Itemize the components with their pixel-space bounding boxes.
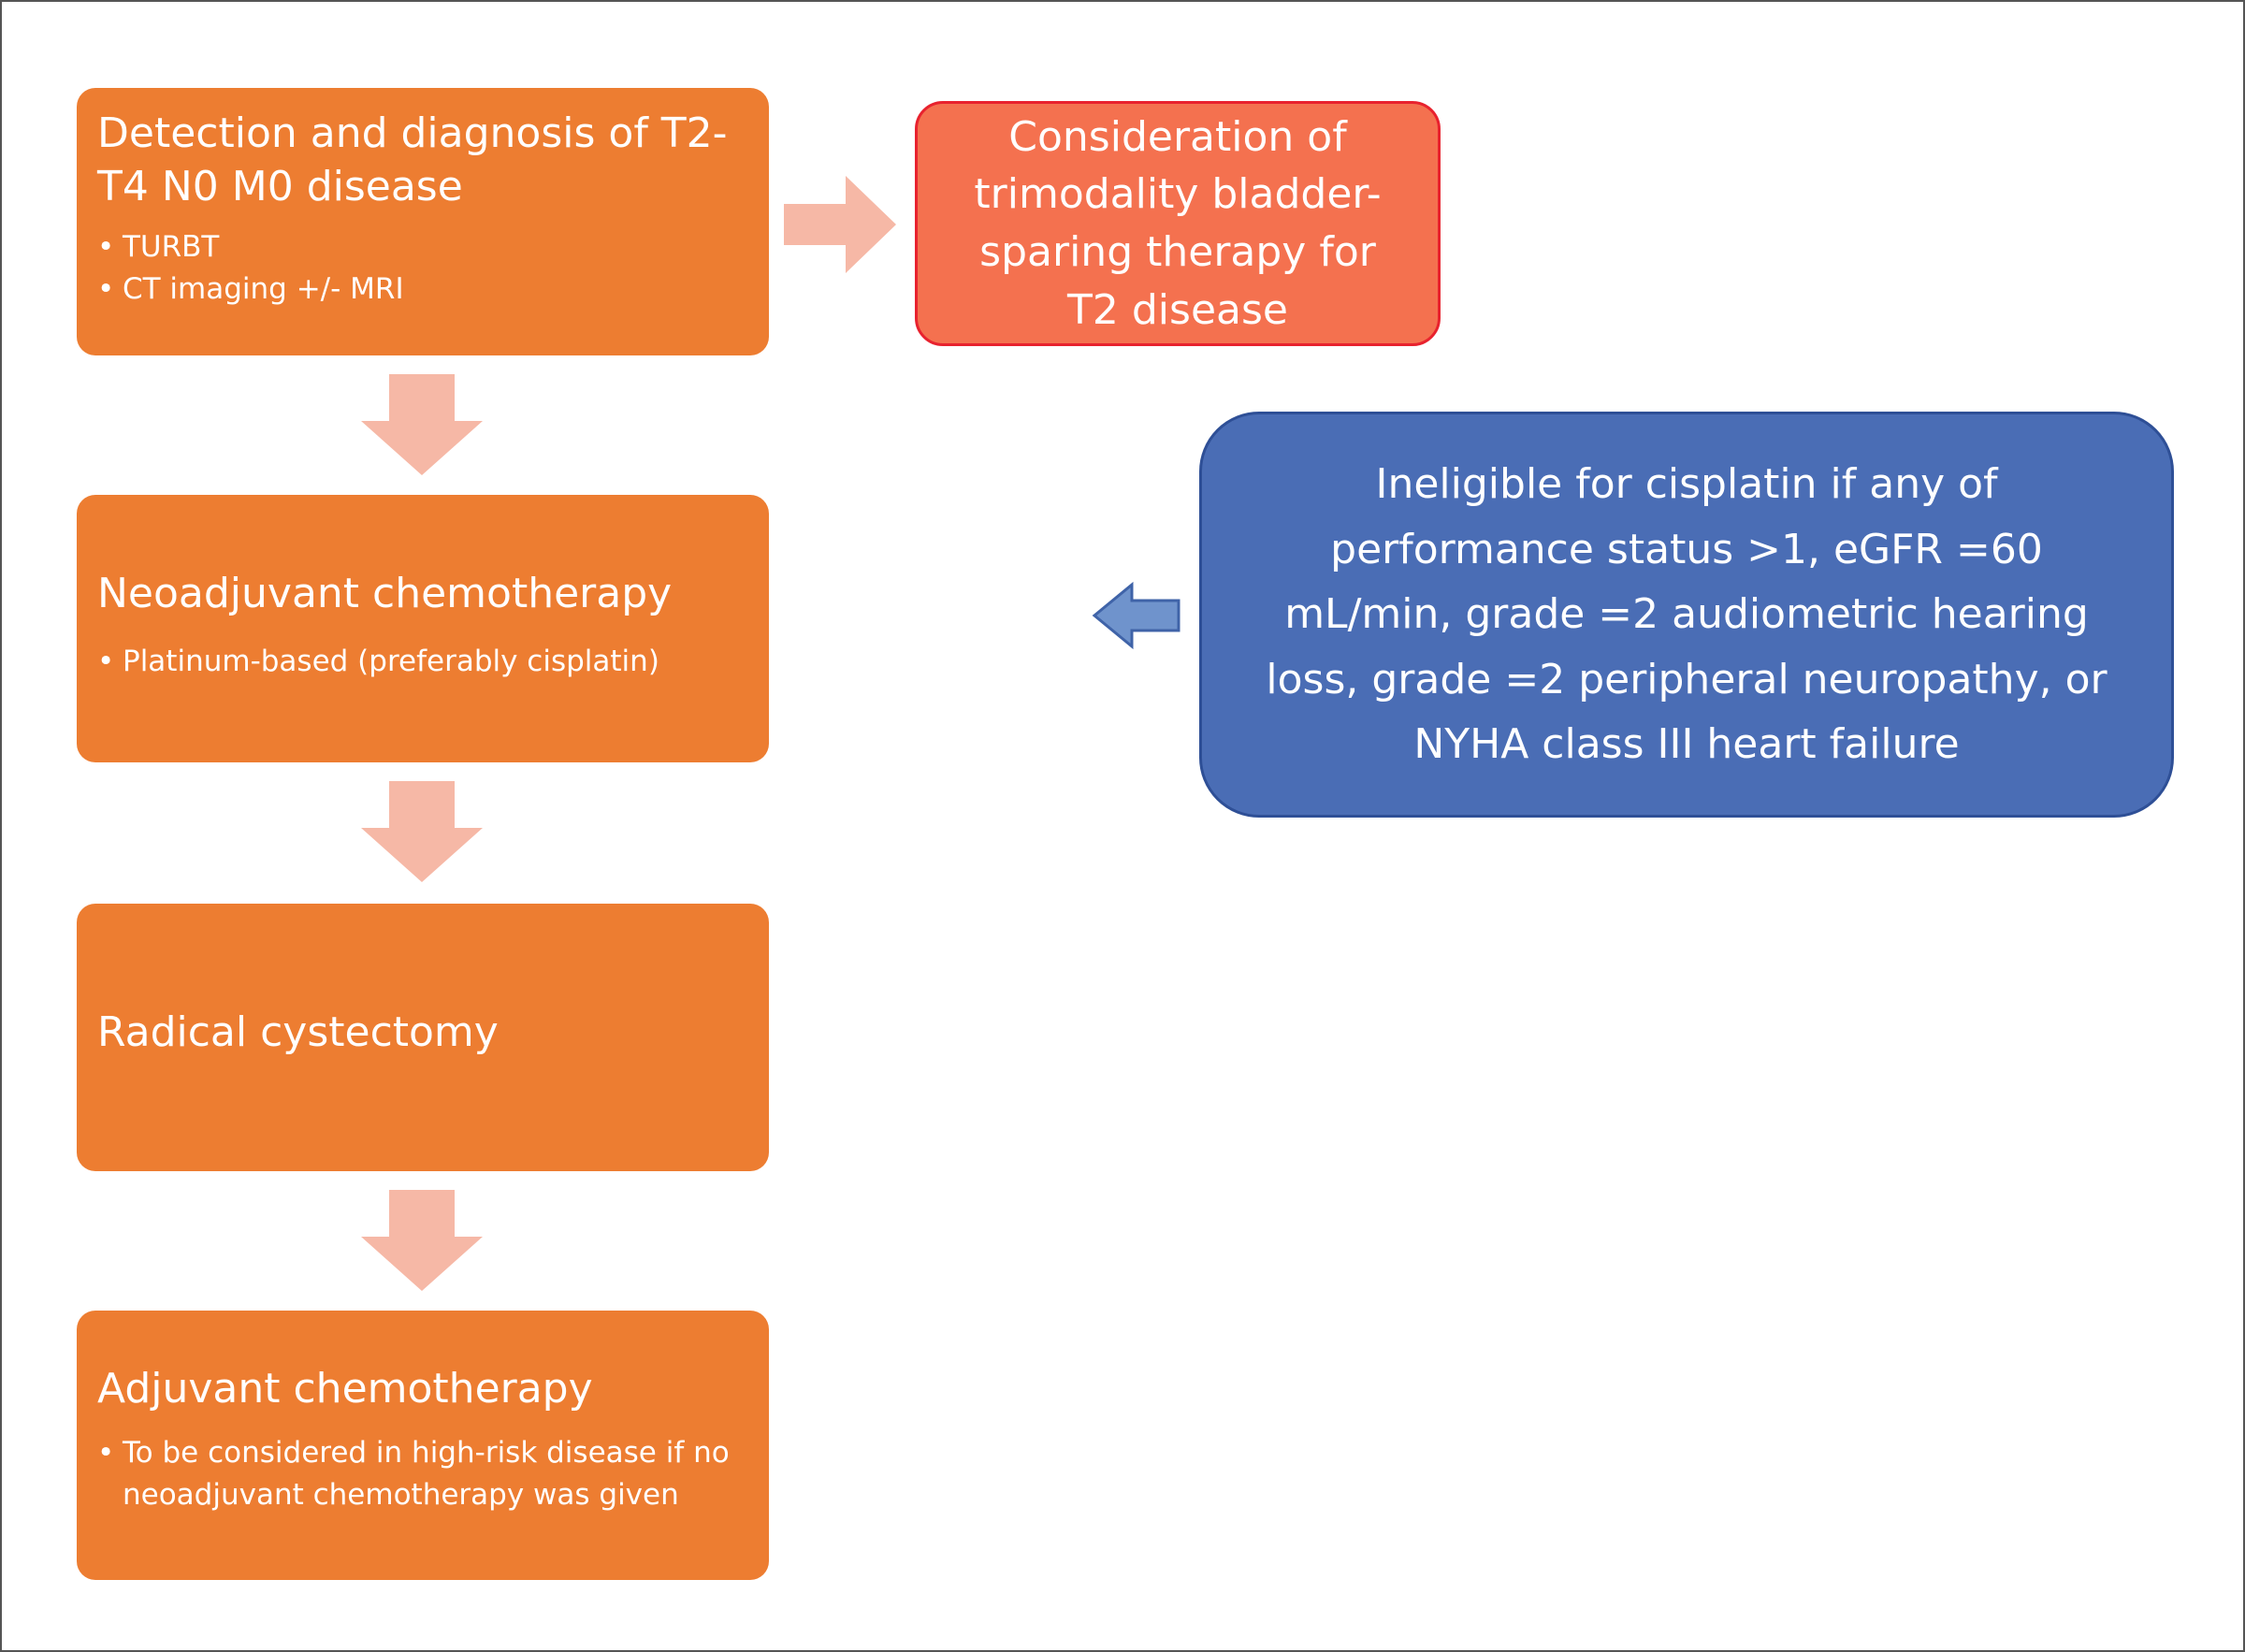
adjuvant-chemotherapy-list: To be considered in high-risk disease if… [97, 1432, 748, 1516]
down-arrow-1-shape [361, 374, 483, 475]
adjuvant-chemotherapy-box: Adjuvant chemotherapy To be considered i… [77, 1311, 769, 1580]
down-arrow-3 [361, 1190, 483, 1291]
down-arrow-1 [361, 374, 483, 475]
bullet-ct-imaging: CT imaging +/- MRI [97, 268, 748, 311]
bullet-high-risk: To be considered in high-risk disease if… [97, 1432, 748, 1516]
down-arrow-2 [361, 781, 483, 882]
right-arrow [784, 176, 896, 273]
right-arrow-shape [784, 176, 896, 273]
down-arrow-2-shape [361, 781, 483, 882]
neoadjuvant-chemotherapy-list: Platinum-based (preferably cisplatin) [97, 641, 748, 683]
radical-cystectomy-title: Radical cystectomy [97, 1008, 499, 1056]
adjuvant-chemotherapy-title: Adjuvant chemotherapy [97, 1365, 593, 1413]
down-arrow-3-shape [361, 1190, 483, 1291]
trimodality-therapy-box: Consideration of trimodality bladder-spa… [915, 101, 1441, 346]
cisplatin-ineligibility-box: Ineligible for cisplatin if any of perfo… [1199, 412, 2174, 818]
trimodality-therapy-title: Consideration of trimodality bladder-spa… [974, 112, 1382, 334]
detection-diagnosis-box: Detection and diagnosis of T2-T4 N0 M0 d… [77, 88, 769, 355]
left-arrow-shape [1092, 581, 1180, 650]
detection-diagnosis-title: Detection and diagnosis of T2-T4 N0 M0 d… [97, 109, 728, 211]
neoadjuvant-chemotherapy-title: Neoadjuvant chemotherapy [97, 570, 673, 617]
cisplatin-ineligibility-text: Ineligible for cisplatin if any of perfo… [1266, 460, 2107, 769]
bullet-turbt: TURBT [97, 226, 748, 268]
left-arrow [1092, 581, 1180, 650]
neoadjuvant-chemotherapy-box: Neoadjuvant chemotherapy Platinum-based … [77, 495, 769, 762]
radical-cystectomy-box: Radical cystectomy [77, 904, 769, 1171]
detection-diagnosis-list: TURBT CT imaging +/- MRI [97, 226, 748, 311]
bullet-platinum-based: Platinum-based (preferably cisplatin) [97, 641, 748, 683]
